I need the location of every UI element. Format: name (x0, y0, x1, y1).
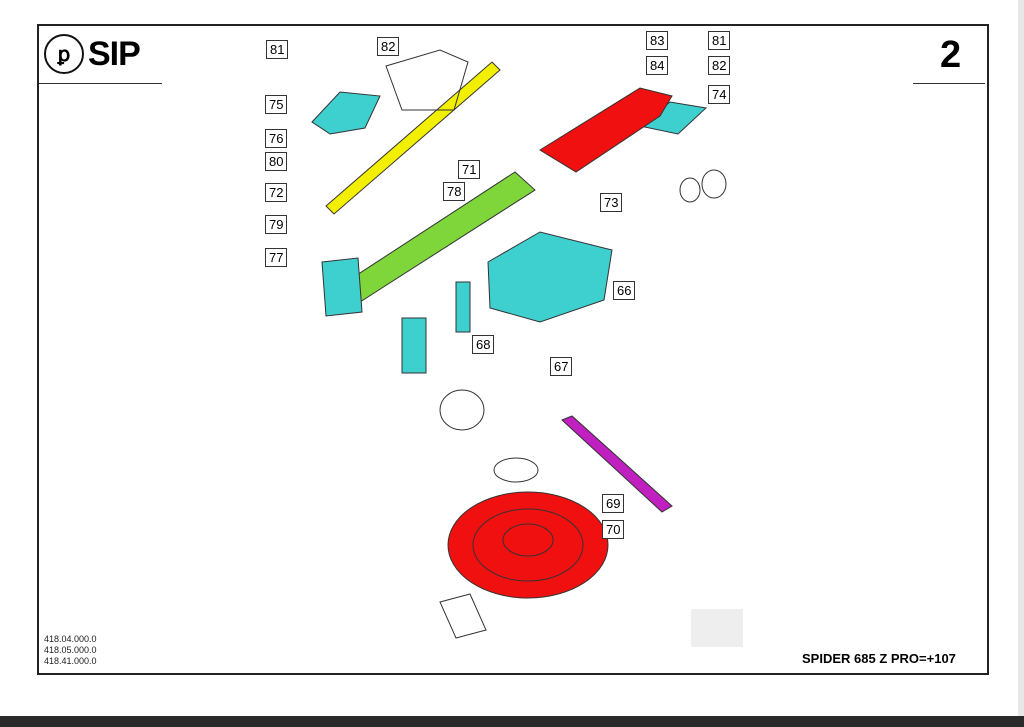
callout-71: 71 (458, 160, 481, 179)
pin-left (401, 317, 427, 374)
callout-72: 72 (265, 183, 288, 202)
header-divider-right (913, 83, 985, 84)
bottom-bar (0, 716, 1024, 727)
callout-77: 77 (265, 248, 288, 267)
bearing (701, 169, 727, 199)
part-code: 418.04.000.0 (44, 634, 97, 644)
yellow-shaft (325, 61, 501, 215)
callout-67: 67 (550, 357, 573, 376)
callout-81-right: 81 (708, 31, 731, 50)
part-codes: 418.04.000.0 418.05.000.0 418.41.000.0 (44, 634, 97, 667)
page-number: 2 (940, 34, 962, 76)
callout-80: 80 (265, 152, 288, 171)
gear-ring (439, 389, 485, 431)
callout-69: 69 (602, 494, 625, 513)
callout-76: 76 (265, 129, 288, 148)
pin-right (455, 281, 471, 333)
header-divider (39, 83, 162, 84)
callout-68: 68 (472, 335, 495, 354)
callout-75: 75 (265, 95, 288, 114)
callout-66: 66 (613, 281, 636, 300)
callout-79: 79 (265, 215, 288, 234)
callout-82: 82 (377, 37, 400, 56)
drawing-frame (37, 24, 989, 675)
cyan-cover-76 (311, 91, 381, 135)
callout-82-right: 82 (708, 56, 731, 75)
callout-84: 84 (646, 56, 669, 75)
callout-73: 73 (600, 193, 623, 212)
callout-78: 78 (443, 182, 466, 201)
callout-70: 70 (602, 520, 625, 539)
red-disc (447, 491, 609, 599)
grey-patch (691, 609, 743, 647)
bracket-66 (385, 49, 469, 111)
callout-81: 81 (266, 40, 289, 59)
right-edge (1018, 0, 1024, 727)
logo-emblem-icon: ꝑ (44, 34, 84, 74)
red-plate-73 (539, 87, 673, 173)
callout-74: 74 (708, 85, 731, 104)
part-code: 418.41.000.0 (44, 656, 97, 666)
model-name: SPIDER 685 Z PRO=+107 (802, 651, 956, 666)
brand-name: SIP (88, 34, 141, 73)
callout-83: 83 (646, 31, 669, 50)
pulley (493, 457, 539, 483)
frame-flange (321, 257, 363, 317)
gearbox-housing (487, 231, 613, 323)
magenta-bar (561, 415, 673, 513)
part-code: 418.05.000.0 (44, 645, 97, 655)
knife-holder (439, 593, 487, 639)
sip-logo: ꝑ SIP (44, 34, 141, 74)
